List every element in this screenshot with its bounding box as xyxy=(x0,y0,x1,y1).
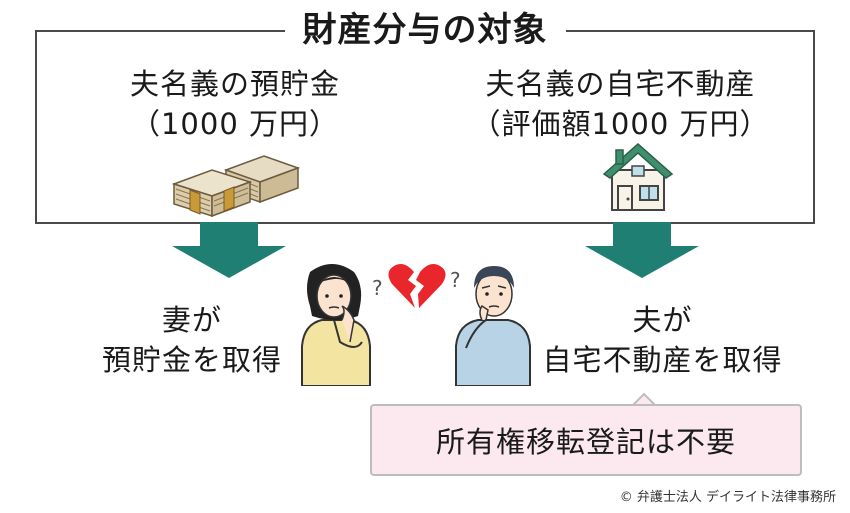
house-icon xyxy=(602,142,674,211)
left-heading-line2: （1000 万円） xyxy=(130,107,340,141)
right-down-arrow xyxy=(585,222,699,278)
money-stack-icon xyxy=(171,155,300,218)
right-heading-line2: （評価額1000 万円） xyxy=(471,107,770,141)
husband-icon xyxy=(455,266,531,386)
left-heading: 夫名義の預貯金 （1000 万円） xyxy=(95,64,375,144)
note-box: 所有権移転登記は不要 xyxy=(370,404,802,476)
left-result-line2: 預貯金を取得 xyxy=(101,343,282,377)
right-result-line1: 夫が xyxy=(632,303,693,337)
note-text: 所有権移転登記は不要 xyxy=(435,425,736,459)
right-result-line2: 自宅不動産を取得 xyxy=(542,343,783,377)
copyright-credit: © 弁護士法人 デイライト法律事務所 xyxy=(619,490,836,505)
question-mark-left: ? xyxy=(372,276,383,300)
broken-heart-icon xyxy=(388,264,446,308)
left-down-arrow xyxy=(172,222,286,278)
right-heading: 夫名義の自宅不動産 （評価額1000 万円） xyxy=(448,64,793,144)
question-mark-right: ? xyxy=(450,268,461,292)
right-heading-line1: 夫名義の自宅不動産 xyxy=(485,67,756,101)
left-result-line1: 妻が xyxy=(161,303,222,337)
left-result: 妻が 預貯金を取得 xyxy=(92,300,292,380)
left-heading-line1: 夫名義の預貯金 xyxy=(129,67,340,101)
wife-icon xyxy=(301,264,371,386)
right-result: 夫が 自宅不動産を取得 xyxy=(520,300,805,380)
